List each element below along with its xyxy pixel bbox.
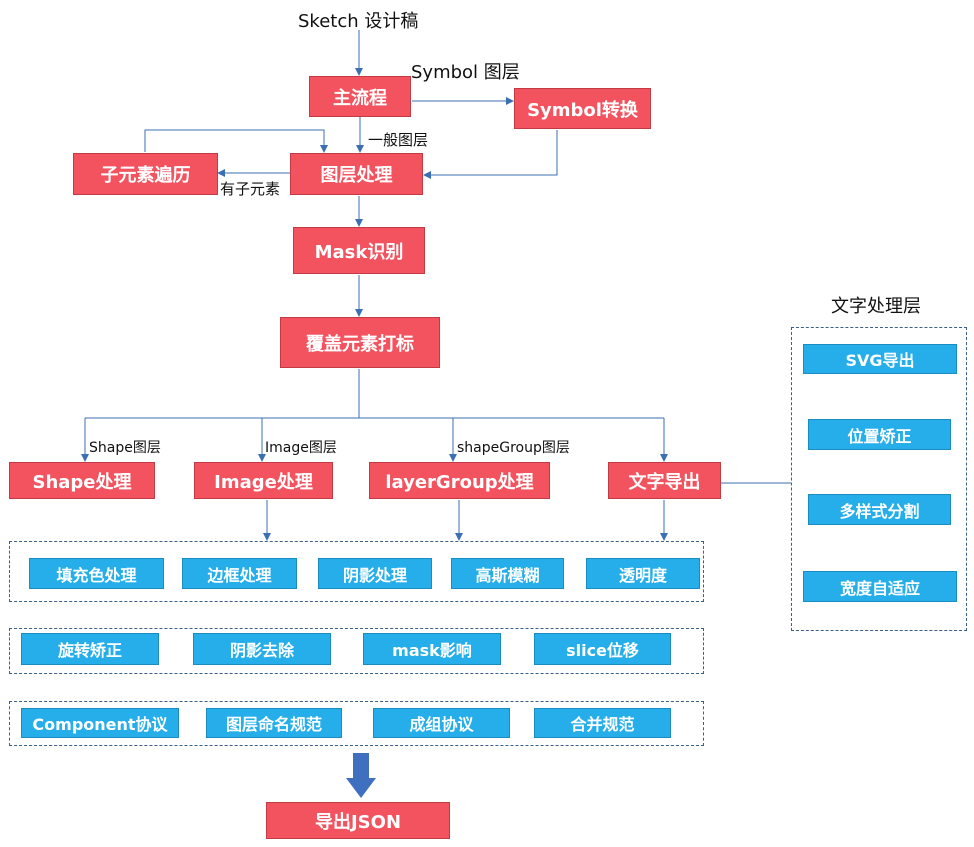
node-layer-process: 图层处理 bbox=[290, 153, 423, 195]
step-rotation-fix: 旋转矫正 bbox=[21, 633, 159, 665]
text-layer-title: 文字处理层 bbox=[831, 296, 921, 317]
step-slice-offset: slice位移 bbox=[534, 633, 671, 665]
node-shape-process: Shape处理 bbox=[9, 462, 155, 499]
node-layergroup-process: layerGroup处理 bbox=[369, 462, 550, 499]
node-child-traverse: 子元素遍历 bbox=[73, 153, 218, 195]
text-layer-container bbox=[791, 327, 967, 631]
node-overlay-mark: 覆盖元素打标 bbox=[280, 317, 440, 368]
node-main-flow: 主流程 bbox=[309, 76, 411, 117]
step-opacity: 透明度 bbox=[586, 558, 700, 589]
arrow-symbol-to-layer bbox=[423, 130, 558, 179]
protocol-grouping: 成组协议 bbox=[373, 708, 510, 738]
node-symbol-convert: Symbol转换 bbox=[514, 88, 651, 129]
text-step-width-adaptive: 宽度自适应 bbox=[803, 571, 957, 602]
arrow-child-loop-back bbox=[144, 129, 328, 153]
node-export-json: 导出JSON bbox=[266, 802, 450, 839]
text-step-position-fix: 位置矫正 bbox=[808, 419, 951, 450]
node-image-process: Image处理 bbox=[194, 462, 333, 499]
text-step-svg-export: SVG导出 bbox=[803, 344, 957, 374]
step-shadow: 阴影处理 bbox=[318, 558, 432, 589]
edge-label-shapegroup-layer: shapeGroup图层 bbox=[457, 440, 570, 456]
edge-label-symbol-layer: Symbol 图层 bbox=[411, 62, 520, 83]
source-label: Sketch 设计稿 bbox=[298, 11, 419, 32]
node-mask-detect: Mask识别 bbox=[293, 227, 425, 274]
protocol-component: Component协议 bbox=[21, 708, 179, 738]
style-group-2-container bbox=[9, 628, 704, 674]
protocol-layer-naming: 图层命名规范 bbox=[206, 708, 342, 738]
protocol-merge: 合并规范 bbox=[534, 708, 671, 738]
step-gaussian-blur: 高斯模糊 bbox=[451, 558, 564, 589]
edge-label-shape-layer: Shape图层 bbox=[89, 440, 161, 456]
step-mask-effect: mask影响 bbox=[363, 633, 501, 665]
big-down-arrow bbox=[346, 753, 376, 798]
edge-label-has-children: 有子元素 bbox=[220, 180, 281, 198]
step-border: 边框处理 bbox=[182, 558, 297, 589]
style-group-1-container bbox=[9, 541, 704, 602]
node-text-export: 文字导出 bbox=[608, 462, 721, 499]
step-fill-color: 填充色处理 bbox=[29, 558, 164, 589]
step-shadow-removal: 阴影去除 bbox=[193, 633, 331, 665]
protocol-group-container bbox=[9, 701, 704, 746]
edge-label-image-layer: Image图层 bbox=[265, 440, 337, 456]
text-step-multi-style-split: 多样式分割 bbox=[808, 494, 951, 525]
edge-label-general-layer: 一般图层 bbox=[368, 131, 429, 149]
